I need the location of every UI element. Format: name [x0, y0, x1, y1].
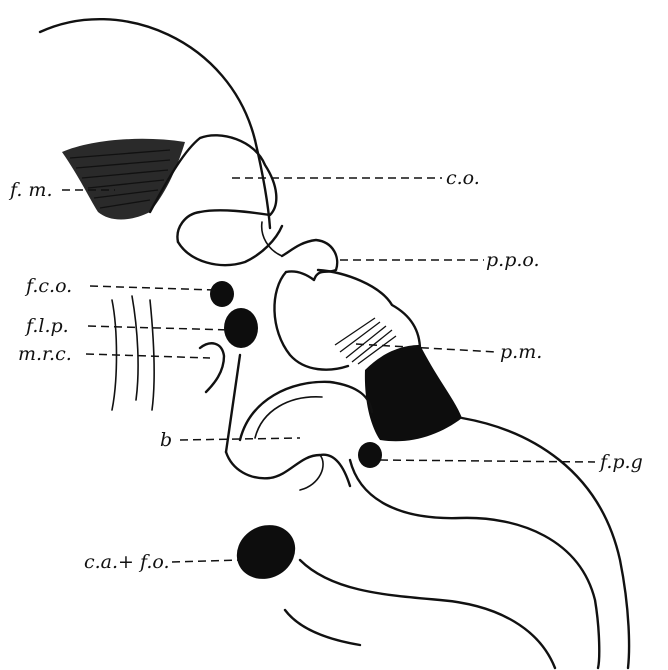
f-p-g-foramen [358, 442, 382, 468]
ca-fo-foramen [227, 515, 304, 589]
b-rod [226, 355, 240, 452]
label-co: c.o. [446, 167, 480, 189]
basal-curve-bottom [285, 610, 360, 645]
petrous-outline [274, 272, 348, 370]
leader-fco [90, 286, 215, 290]
label-fpg: f.p.g [598, 451, 643, 473]
label-ppo: p.p.o. [486, 249, 540, 271]
label-cafo: c.a.+ f.o. [84, 551, 170, 573]
leader-flp [88, 326, 230, 330]
petrous-top [318, 270, 420, 350]
leader-fpg [380, 460, 595, 462]
p-m-dark-mass [365, 345, 462, 441]
f-m-hatched-region [62, 139, 185, 220]
label-fco: f.c.o. [24, 275, 72, 297]
b-arch-outer [240, 382, 372, 440]
mrc-loop [200, 343, 224, 392]
label-fm: f. m. [8, 179, 53, 201]
f-l-p-foramen [224, 308, 258, 348]
b-arch-inner [255, 397, 322, 438]
basal-curve-lower [300, 560, 555, 668]
label-b: b [160, 429, 172, 451]
condyle-lower [178, 226, 282, 265]
mrc-strokes [112, 296, 154, 410]
basal-curve-mid [350, 460, 599, 668]
leader-mrc [86, 354, 210, 358]
label-mrc: m.r.c. [18, 343, 72, 365]
ppo-process [282, 240, 337, 280]
lower-column [226, 452, 350, 486]
cranium-outline [40, 19, 255, 140]
leader-cafo [172, 560, 240, 562]
condyle-notch [262, 222, 282, 256]
label-flp: f.l.p. [24, 315, 69, 337]
label-pm: p.m. [500, 341, 542, 363]
f-c-o-foramen [210, 281, 234, 307]
